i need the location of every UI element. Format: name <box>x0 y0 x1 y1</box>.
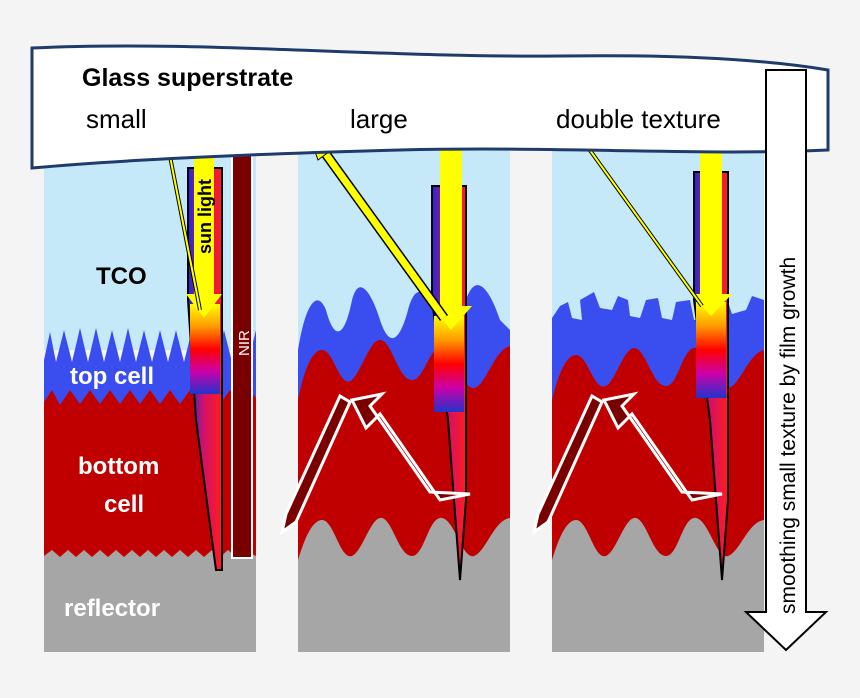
glass-superstrate-label: Glass superstrate <box>82 64 293 92</box>
spectrum-split <box>190 304 220 394</box>
glass-superstrate <box>30 44 830 170</box>
large-label: large <box>350 104 408 134</box>
tco-layer <box>44 150 256 350</box>
spectrum-split <box>434 316 464 412</box>
tco-label: TCO <box>96 263 147 290</box>
growth-direction-arrow <box>743 69 829 652</box>
scattered-nir-arrows <box>279 391 471 536</box>
panel-large <box>279 118 510 652</box>
reflector-label: reflector <box>64 595 160 622</box>
panel-double <box>531 102 764 652</box>
reflector-layer <box>44 550 256 652</box>
spectrum-split <box>696 302 726 398</box>
bottom-cell-label-line2: cell <box>104 491 144 518</box>
scattered-nir-arrows <box>531 391 723 536</box>
nir-label: NIR <box>236 330 253 356</box>
double-texture-label: double texture <box>556 104 721 134</box>
top-cell-label: top cell <box>70 363 154 390</box>
reflector-layer <box>552 517 764 652</box>
small-label: small <box>86 104 147 134</box>
growth-arrow-label: smoothing small texture by film growth <box>777 257 800 614</box>
bottom-cell-label-line1: bottom <box>78 453 159 480</box>
sun-light-label: sun light <box>195 179 215 254</box>
